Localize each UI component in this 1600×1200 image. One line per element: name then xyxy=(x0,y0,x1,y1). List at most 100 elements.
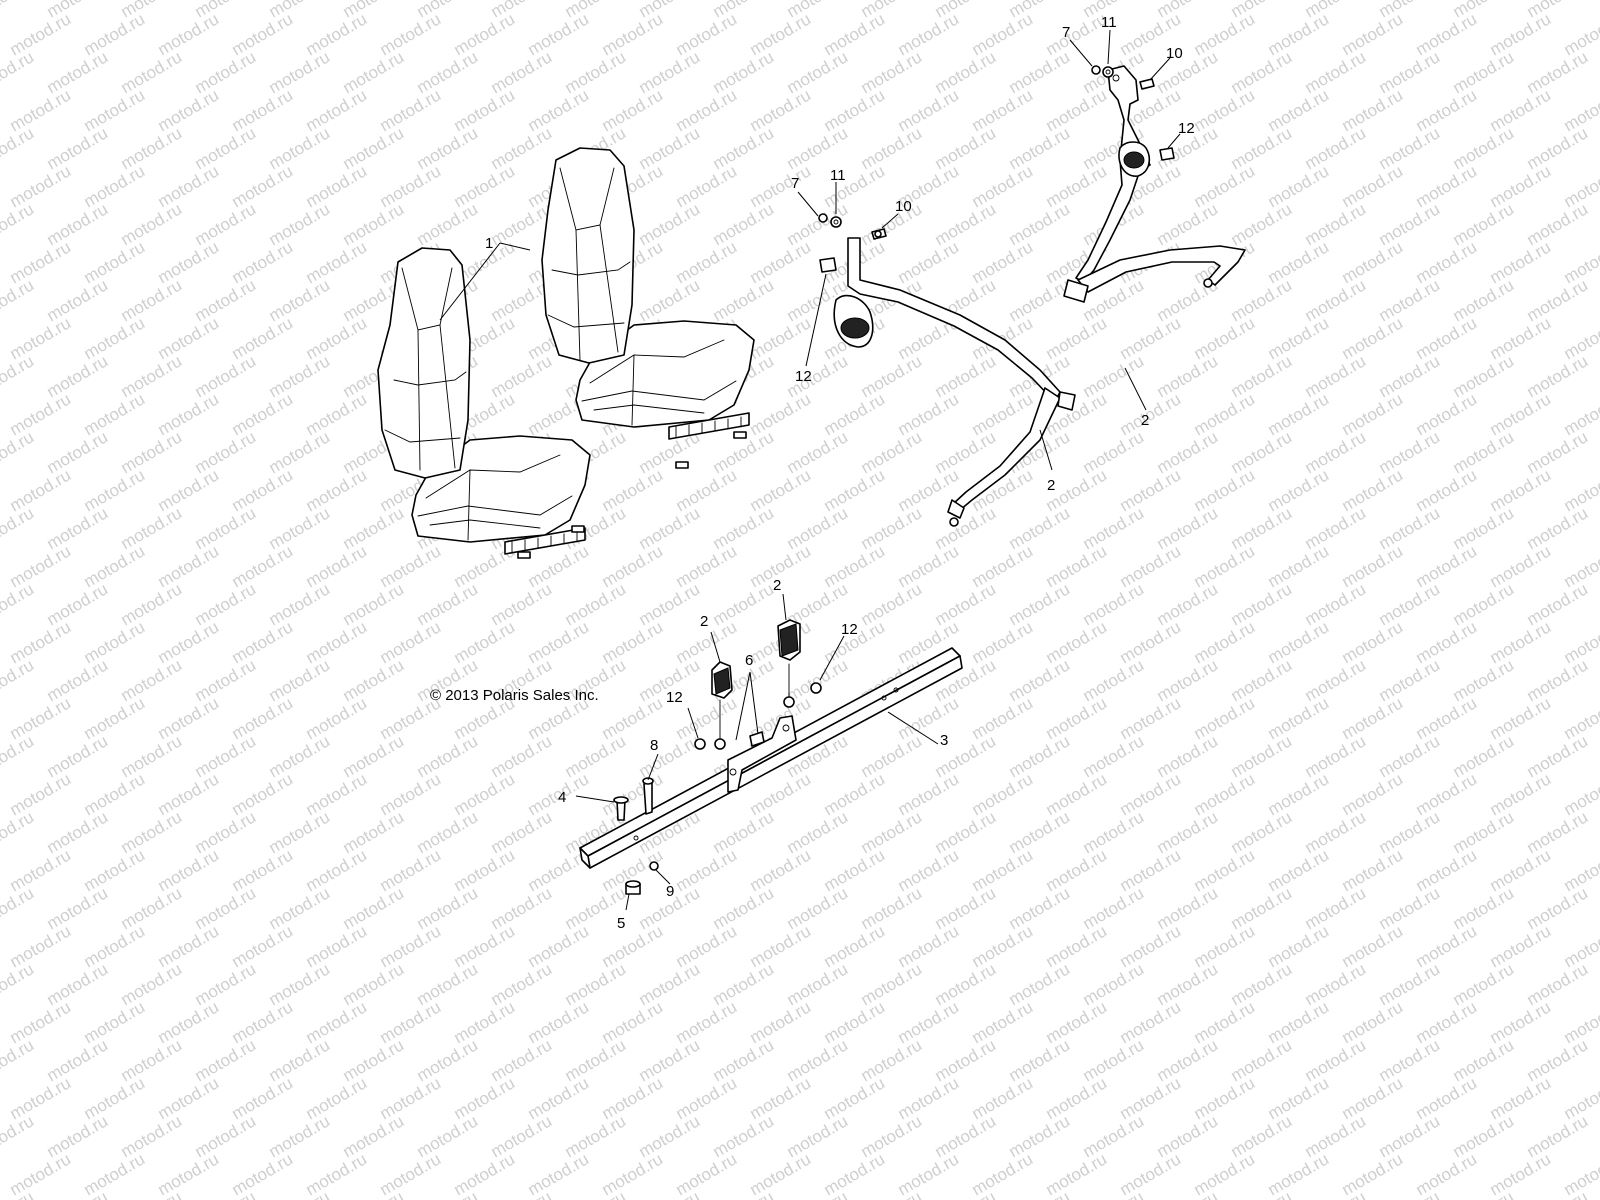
watermark-text: motod.ru xyxy=(1265,541,1333,591)
watermark-text: motod.ru xyxy=(1376,199,1444,249)
watermark-text: motod.ru xyxy=(1228,959,1296,1009)
watermark-text: motod.ru xyxy=(562,1187,630,1200)
watermark-text: motod.ru xyxy=(1006,959,1074,1009)
watermark-text: motod.ru xyxy=(673,921,741,971)
watermark-text: motod.ru xyxy=(747,1073,815,1123)
watermark-text: motod.ru xyxy=(562,47,630,97)
watermark-text: motod.ru xyxy=(1080,579,1148,629)
watermark-text: motod.ru xyxy=(7,617,75,667)
watermark-text: motod.ru xyxy=(1265,693,1333,743)
watermark-text: motod.ru xyxy=(1117,313,1185,363)
watermark-text: motod.ru xyxy=(1191,1073,1259,1123)
watermark-text: motod.ru xyxy=(1487,1149,1555,1199)
watermark-text: motod.ru xyxy=(1524,503,1592,553)
watermark-text: motod.ru xyxy=(229,161,297,211)
watermark-text: motod.ru xyxy=(414,123,482,173)
watermark-text: motod.ru xyxy=(1524,427,1592,477)
watermark-text: motod.ru xyxy=(488,883,556,933)
watermark-text: motod.ru xyxy=(969,845,1037,895)
watermark-text: motod.ru xyxy=(710,503,778,553)
watermark-text: motod.ru xyxy=(1043,997,1111,1047)
watermark-text: motod.ru xyxy=(414,1111,482,1161)
watermark-text: motod.ru xyxy=(1339,541,1407,591)
watermark-text: motod.ru xyxy=(673,237,741,287)
watermark-text: motod.ru xyxy=(1191,85,1259,135)
watermark-text: motod.ru xyxy=(155,921,223,971)
watermark-text: motod.ru xyxy=(858,959,926,1009)
watermark-text: motod.ru xyxy=(858,503,926,553)
watermark-text: motod.ru xyxy=(44,1035,112,1085)
watermark-text: motod.ru xyxy=(784,655,852,705)
watermark-text: motod.ru xyxy=(969,161,1037,211)
watermark-text: motod.ru xyxy=(44,655,112,705)
watermark-text: motod.ru xyxy=(377,1149,445,1199)
watermark-text: motod.ru xyxy=(1376,351,1444,401)
watermark-text: motod.ru xyxy=(266,883,334,933)
watermark-text: motod.ru xyxy=(7,313,75,363)
watermark-text: motod.ru xyxy=(1228,579,1296,629)
watermark-text: motod.ru xyxy=(599,465,667,515)
watermark-text: motod.ru xyxy=(1228,883,1296,933)
watermark-text: motod.ru xyxy=(377,541,445,591)
watermark-text: motod.ru xyxy=(377,161,445,211)
watermark-text: motod.ru xyxy=(599,541,667,591)
watermark-text: motod.ru xyxy=(784,351,852,401)
watermark-text: motod.ru xyxy=(118,959,186,1009)
watermark-text: motod.ru xyxy=(821,9,889,59)
watermark-text: motod.ru xyxy=(1302,655,1370,705)
watermark-text: motod.ru xyxy=(599,9,667,59)
watermark-text: motod.ru xyxy=(414,1035,482,1085)
watermark-text: motod.ru xyxy=(1302,959,1370,1009)
watermark-text: motod.ru xyxy=(44,503,112,553)
watermark-text: motod.ru xyxy=(266,427,334,477)
watermark-text: motod.ru xyxy=(673,1149,741,1199)
watermark-text: motod.ru xyxy=(340,959,408,1009)
watermark-text: motod.ru xyxy=(1524,959,1592,1009)
watermark-text: motod.ru xyxy=(673,845,741,895)
watermark-text: motod.ru xyxy=(1450,427,1518,477)
watermark-text: motod.ru xyxy=(1228,351,1296,401)
watermark-text: motod.ru xyxy=(1265,997,1333,1047)
watermark-text: motod.ru xyxy=(1339,1149,1407,1199)
watermark-text: motod.ru xyxy=(229,921,297,971)
watermark-text: motod.ru xyxy=(562,731,630,781)
watermark-text: motod.ru xyxy=(118,655,186,705)
watermark-text: motod.ru xyxy=(81,921,149,971)
watermark-text: motod.ru xyxy=(192,1187,260,1200)
watermark-text: motod.ru xyxy=(1302,579,1370,629)
watermark-text: motod.ru xyxy=(488,1111,556,1161)
watermark-text: motod.ru xyxy=(562,1111,630,1161)
watermark-text: motod.ru xyxy=(1043,1073,1111,1123)
watermark-text: motod.ru xyxy=(1450,1035,1518,1085)
watermark-text: motod.ru xyxy=(525,1073,593,1123)
watermark-text: motod.ru xyxy=(7,9,75,59)
watermark-text: motod.ru xyxy=(7,921,75,971)
watermark-text: motod.ru xyxy=(266,1035,334,1085)
watermark-text: motod.ru xyxy=(1043,617,1111,667)
watermark-text: motod.ru xyxy=(1265,237,1333,287)
watermark-text: motod.ru xyxy=(1450,1111,1518,1161)
watermark-text: motod.ru xyxy=(44,47,112,97)
callout-2: 2 xyxy=(700,613,708,630)
watermark-text: motod.ru xyxy=(1265,617,1333,667)
watermark-text: motod.ru xyxy=(1228,1187,1296,1200)
watermark-text: motod.ru xyxy=(1450,1187,1518,1200)
callout-12: 12 xyxy=(666,689,683,706)
watermark-text: motod.ru xyxy=(1339,1073,1407,1123)
watermark-text: motod.ru xyxy=(747,921,815,971)
watermark-text: motod.ru xyxy=(1191,921,1259,971)
watermark-text: motod.ru xyxy=(303,845,371,895)
watermark-text: motod.ru xyxy=(747,9,815,59)
watermark-text: motod.ru xyxy=(340,1111,408,1161)
right-seat xyxy=(541,147,755,469)
watermark-text: motod.ru xyxy=(821,465,889,515)
watermark-text: motod.ru xyxy=(303,85,371,135)
watermark-text: motod.ru xyxy=(673,1073,741,1123)
watermark-text: motod.ru xyxy=(81,237,149,287)
watermark-text: motod.ru xyxy=(710,275,778,325)
watermark-text: motod.ru xyxy=(1191,465,1259,515)
seat-belt-middle xyxy=(818,213,1076,527)
callout-4: 4 xyxy=(558,789,566,806)
watermark-text: motod.ru xyxy=(266,1111,334,1161)
watermark-text: motod.ru xyxy=(229,769,297,819)
